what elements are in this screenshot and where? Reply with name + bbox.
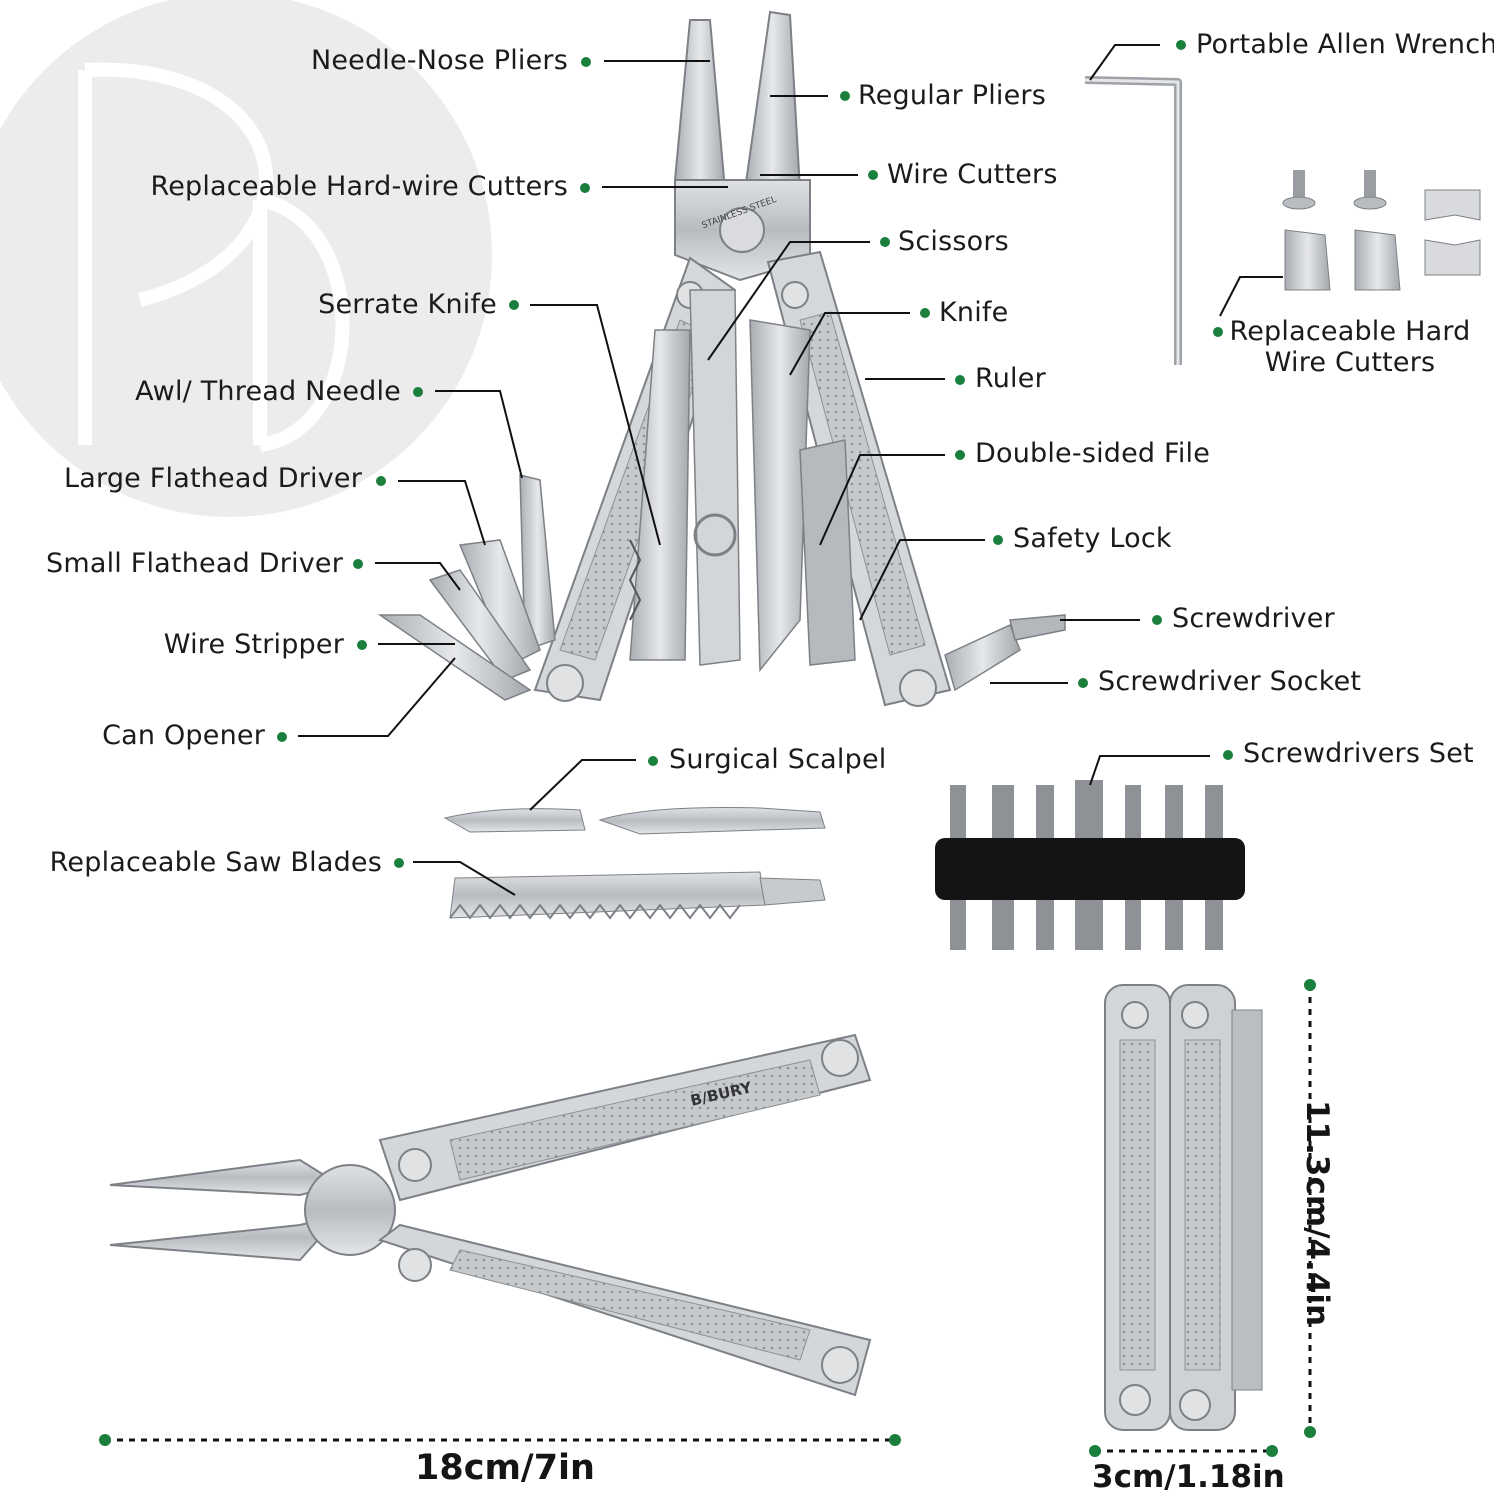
scalpel-and-saw-blades bbox=[443, 807, 826, 920]
dimension-length: 18cm/7in bbox=[415, 1448, 595, 1488]
label-large-flathead-driver: Large Flathead Driver bbox=[64, 463, 362, 494]
label-surgical-scalpel: Surgical Scalpel bbox=[669, 744, 887, 775]
label-safety-lock: Safety Lock bbox=[1013, 523, 1172, 554]
screwdriver-bit-set bbox=[935, 780, 1245, 950]
label-knife: Knife bbox=[939, 297, 1009, 328]
label-ruler: Ruler bbox=[975, 363, 1046, 394]
label-double-sided-file: Double-sided File bbox=[975, 438, 1211, 469]
leader-lines bbox=[298, 44, 1283, 896]
label-wire-stripper: Wire Stripper bbox=[163, 629, 344, 660]
open-multitool bbox=[377, 10, 1066, 707]
label-serrate-knife: Serrate Knife bbox=[318, 289, 497, 320]
label-regular-pliers: Regular Pliers bbox=[858, 80, 1047, 111]
label-wire-cutters: Wire Cutters bbox=[887, 159, 1058, 190]
label-replaceable-hard-wire-cutters: Replaceable Hard-wire Cutters bbox=[150, 171, 568, 202]
label-needle-nose-pliers: Needle-Nose Pliers bbox=[310, 45, 568, 76]
label-screwdriver: Screwdriver bbox=[1172, 603, 1335, 634]
dimension-lines bbox=[99, 979, 1316, 1457]
label-scissors: Scissors bbox=[898, 226, 1009, 257]
closed-multitool-side bbox=[109, 1033, 872, 1397]
dimension-width: 3cm/1.18in bbox=[1092, 1459, 1285, 1495]
label-small-flathead-driver: Small Flathead Driver bbox=[45, 548, 343, 579]
label-portable-allen-wrench: Portable Allen Wrench bbox=[1196, 29, 1494, 60]
dot-icon bbox=[277, 40, 1233, 868]
label-screwdrivers-set: Screwdrivers Set bbox=[1243, 738, 1474, 769]
dimension-height: 11.3cm/4.4in bbox=[1299, 1100, 1335, 1327]
label-replaceable-saw-blades: Replaceable Saw Blades bbox=[49, 847, 382, 878]
label-can-opener: Can Opener bbox=[102, 720, 265, 751]
label-awl-thread-needle: Awl/ Thread Needle bbox=[135, 376, 401, 407]
replacement-cutter-parts bbox=[1282, 170, 1481, 291]
allen-wrench bbox=[1084, 76, 1182, 365]
closed-multitool-front bbox=[1104, 984, 1263, 1431]
brand-logo-watermark bbox=[0, 0, 492, 517]
label-replaceable-hard-wire-cutters-accessory: Replaceable Hard Wire Cutters bbox=[1229, 316, 1471, 378]
label-screwdriver-socket: Screwdriver Socket bbox=[1098, 666, 1362, 697]
